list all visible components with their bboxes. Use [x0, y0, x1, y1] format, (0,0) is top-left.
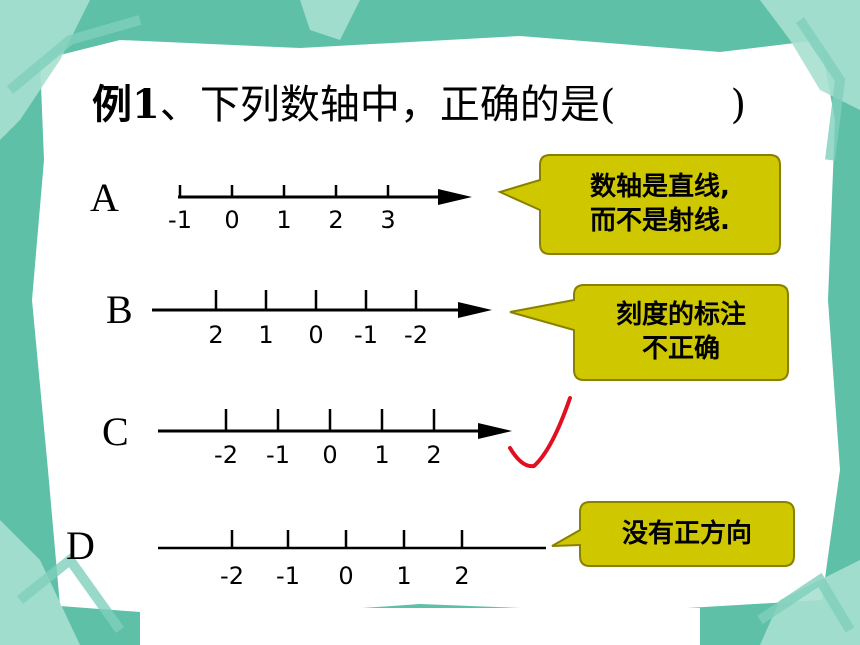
tick-label-b-0: 2 [208, 321, 223, 349]
tick-label-c-0: -2 [214, 441, 238, 469]
option-letter-b: B [106, 287, 133, 332]
tick-label-a-4: 3 [380, 206, 395, 234]
callout-b [509, 284, 789, 381]
tick-label-b-1: 1 [258, 321, 273, 349]
callout-a-line-1: 数轴是直线, [590, 172, 730, 202]
callout-d [551, 501, 795, 567]
option-letter-c: C [102, 409, 129, 454]
tick-label-b-4: -2 [404, 321, 428, 349]
tick-label-a-1: 0 [224, 206, 239, 234]
callout-d-text: 没有正方向 [584, 517, 790, 551]
tick-label-c-2: 0 [322, 441, 337, 469]
tick-label-d-1: -1 [276, 562, 300, 590]
number-line-c: -2 -1 0 1 2 [158, 409, 512, 469]
tick-label-d-0: -2 [220, 562, 244, 590]
tick-label-c-1: -1 [266, 441, 290, 469]
tick-label-a-2: 1 [276, 206, 291, 234]
option-letter-d: D [66, 523, 95, 568]
tick-label-b-3: -1 [354, 321, 378, 349]
callout-b-line-2: 不正确 [641, 334, 720, 364]
check-mark-icon [508, 396, 572, 469]
tick-label-c-4: 2 [426, 441, 441, 469]
callout-a-text: 数轴是直线, 而不是射线. [545, 170, 775, 238]
number-line-d: -2 -1 0 1 2 [158, 530, 546, 590]
callout-d-line-1: 没有正方向 [621, 519, 752, 549]
callout-b-line-1: 刻度的标注 [615, 300, 746, 330]
title: 例1、下列数轴中，正确的是() [92, 72, 746, 130]
tick-label-d-2: 0 [338, 562, 353, 590]
tick-label-c-3: 1 [374, 441, 389, 469]
number-line-a: -1 0 1 2 3 [168, 185, 472, 234]
tick-label-a-0: -1 [168, 206, 192, 234]
question-text: 、下列数轴中，正确的是( [159, 82, 616, 128]
callout-a-line-2: 而不是射线. [590, 206, 730, 236]
tick-label-b-2: 0 [308, 321, 323, 349]
close-paren: ) [730, 82, 747, 128]
callout-b-text: 刻度的标注 不正确 [578, 298, 784, 366]
number-line-b: 2 1 0 -1 -2 [152, 290, 492, 349]
tick-label-d-3: 1 [396, 562, 411, 590]
callout-a [497, 154, 781, 255]
tick-label-d-4: 2 [454, 562, 469, 590]
option-letter-a: A [90, 175, 119, 220]
tick-label-a-3: 2 [328, 206, 343, 234]
example-number: 例1 [92, 81, 160, 128]
